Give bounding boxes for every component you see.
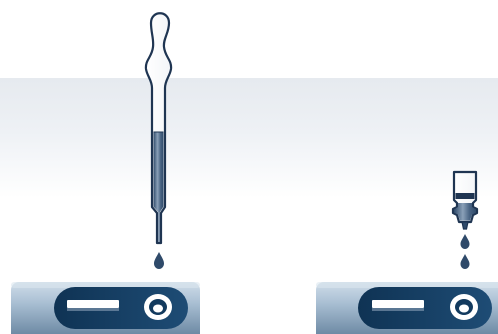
sample-well [144, 294, 172, 320]
drop-icon [461, 234, 470, 249]
result-strip-shadow [67, 308, 119, 311]
result-strip [372, 300, 424, 308]
drop-icon [154, 252, 164, 269]
background-band [0, 78, 498, 198]
dropper-bottle-icon [453, 172, 477, 229]
result-strip [67, 300, 119, 308]
result-strip-shadow [372, 308, 424, 311]
test-cassette-right [316, 282, 498, 334]
bottle-tip [462, 222, 468, 229]
drop-icon [461, 254, 470, 269]
bottle-shoulder [456, 193, 475, 199]
sample-well [450, 294, 478, 320]
test-cassette-left [11, 282, 200, 334]
